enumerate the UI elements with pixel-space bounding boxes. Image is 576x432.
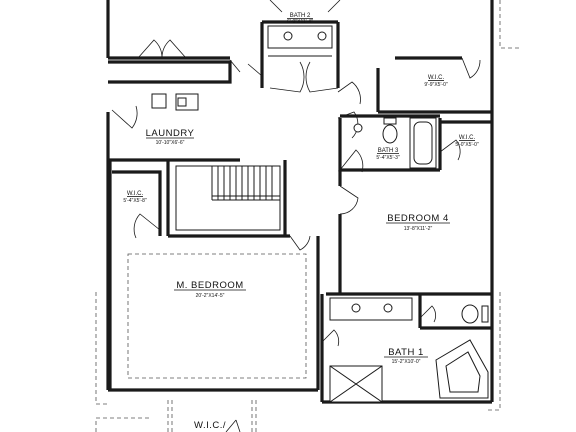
sink-icon xyxy=(353,123,363,133)
fixtures xyxy=(151,31,489,403)
room-name: BEDROOM 4 xyxy=(387,213,449,224)
vanity-icon xyxy=(329,297,413,321)
toilet-icon xyxy=(461,304,479,324)
room-name: M. BEDROOM xyxy=(176,280,243,291)
door-swings xyxy=(111,0,481,432)
room-name: BATH 3 xyxy=(378,148,399,154)
room-name: BATH 1 xyxy=(388,347,424,358)
room-bedroom4: BEDROOM 4 13'-8"X11'-2" xyxy=(386,213,450,232)
room-dimensions: 9'-9"X5'-0" xyxy=(424,82,447,88)
room-wic-bottom: W.I.C./ xyxy=(194,420,226,431)
room-m-bedroom: M. BEDROOM 20'-2"X14'-5" xyxy=(174,280,246,299)
room-wic-top: W.I.C. 9'-9"X5'-0" xyxy=(424,75,447,88)
room-bath2: BATH 2 6'-0"X11'-4" xyxy=(287,13,313,25)
sink-icon xyxy=(351,303,361,313)
staircase xyxy=(175,165,281,231)
room-name: W.I.C./ xyxy=(194,420,226,431)
sink-icon xyxy=(317,31,327,41)
exterior-walls xyxy=(106,0,494,404)
room-dimensions: 5'-0"X5'-0" xyxy=(455,142,478,148)
washer-icon xyxy=(151,93,167,109)
room-dimensions: 5'-4"X5'-8" xyxy=(123,198,146,204)
sink-icon xyxy=(283,31,293,41)
room-bath1: BATH 1 15'-2"X10'-0" xyxy=(384,347,428,365)
room-name: BATH 2 xyxy=(290,13,311,19)
room-name: W.I.C. xyxy=(127,191,144,197)
room-bath3: BATH 3 5'-4"X5'-3" xyxy=(376,148,399,161)
room-name: W.I.C. xyxy=(428,75,445,81)
room-dimensions: 6'-0"X11'-4" xyxy=(287,19,313,25)
room-wic-left: W.I.C. 5'-4"X5'-8" xyxy=(123,191,146,204)
room-name: W.I.C. xyxy=(459,135,476,141)
room-laundry: LAUNDRY 10'-10"X6'-6" xyxy=(146,128,195,146)
interior-walls xyxy=(108,20,492,390)
room-wic-right: W.I.C. 5'-0"X5'-0" xyxy=(455,135,478,148)
room-dimensions: 10'-10"X6'-6" xyxy=(156,140,185,146)
room-dimensions: 15'-2"X10'-0" xyxy=(392,359,421,365)
room-name: LAUNDRY xyxy=(146,128,195,139)
room-dimensions: 5'-4"X5'-3" xyxy=(376,155,399,161)
dashed-lines xyxy=(95,0,520,432)
room-dimensions: 13'-8"X11'-2" xyxy=(404,226,433,232)
toilet-icon xyxy=(382,124,398,144)
room-dimensions: 20'-2"X14'-5" xyxy=(196,293,225,299)
sink-icon xyxy=(383,303,393,313)
